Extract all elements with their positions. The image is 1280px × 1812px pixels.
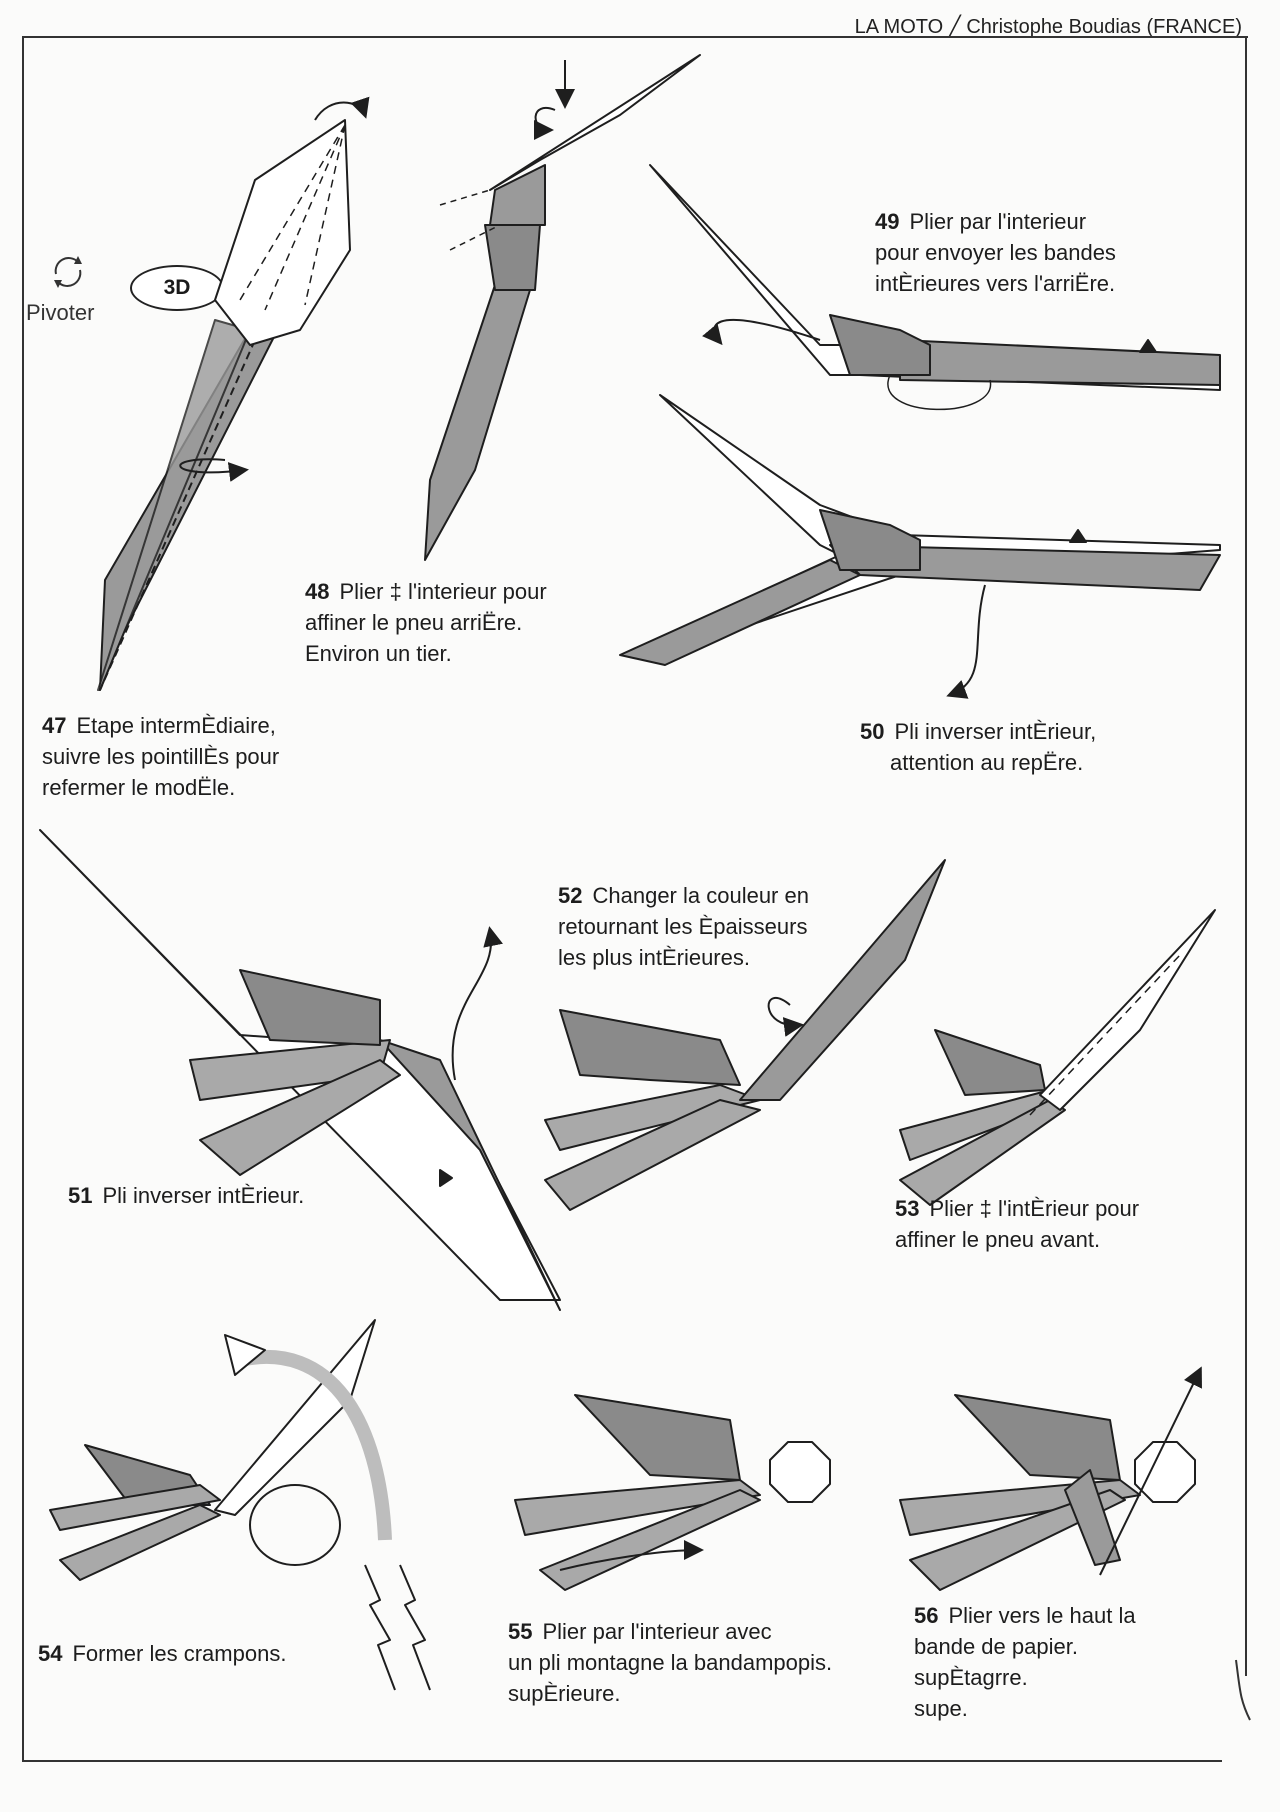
diagram-step-48 (424, 54, 701, 561)
diagram-step-53 (899, 909, 1216, 1206)
diagram-step-54 (49, 1319, 431, 1691)
diagram-step-50 (619, 394, 1221, 699)
page-header: LA MOTO ╱ Christophe Boudias (FRANCE) (854, 16, 1242, 38)
frame-right-edge (1245, 36, 1247, 1676)
page-frame (22, 36, 1248, 1762)
diagram-step-56 (899, 1366, 1202, 1591)
diagram-step-47 (97, 96, 370, 691)
diagram-step-55 (514, 1394, 831, 1591)
rotate-label: Pivoter (26, 300, 95, 325)
frame-bottom-edge (22, 1760, 1222, 1762)
diagram-step-49 (649, 164, 1221, 411)
rotate-icon (54, 256, 82, 288)
diagram-step-51 (39, 829, 561, 1311)
diagram-step-52 (544, 859, 946, 1211)
